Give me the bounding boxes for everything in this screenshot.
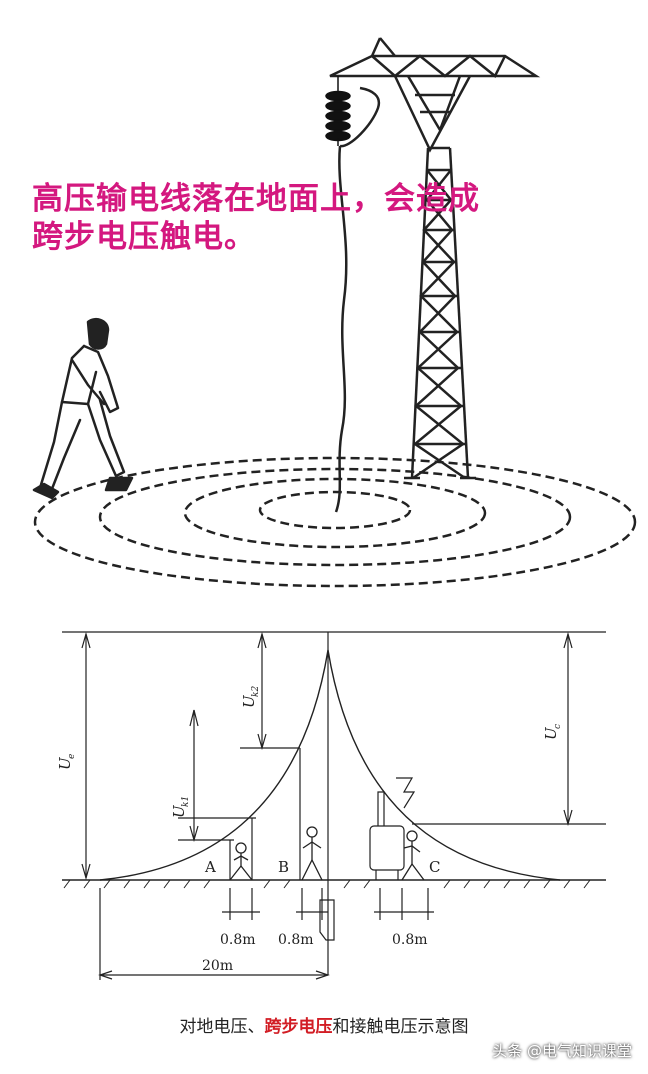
ground-ripple-rings	[33, 456, 637, 588]
svg-text:U: U	[240, 694, 258, 708]
svg-text:U: U	[542, 726, 560, 740]
watermark: 头条 @电气知识课堂	[492, 1042, 632, 1060]
top-caption: 高压输电线落在地面上，会造成 跨步电压触电。	[32, 180, 480, 256]
svg-text:e: e	[67, 754, 77, 759]
dim-label-b: 0.8m	[278, 932, 314, 948]
stick-figure-c-icon	[401, 830, 425, 881]
svg-text:U: U	[56, 756, 74, 770]
dim-label-a: 0.8m	[220, 932, 256, 948]
label-uc: U c	[542, 724, 563, 740]
top-caption-line1: 高压输电线落在地面上，会造成	[32, 181, 480, 217]
voltage-diagram	[62, 631, 606, 980]
label-point-a: A	[204, 858, 216, 876]
stick-figure-b-icon	[301, 826, 323, 881]
label-point-b: B	[278, 858, 289, 876]
dim-label-total: 20m	[202, 958, 233, 974]
transmission-tower	[329, 37, 541, 480]
stick-figure-a-icon	[229, 842, 253, 881]
fallen-wire	[334, 86, 381, 513]
label-uk1: U k1	[170, 796, 191, 818]
label-point-c: C	[429, 858, 440, 876]
top-caption-line2: 跨步电压触电。	[32, 219, 256, 255]
diagram-caption: 对地电压、跨步电压和接触电压示意图	[0, 1012, 648, 1037]
diagram-caption-part2: 和接触电压示意图	[332, 1017, 469, 1037]
svg-text:k1: k1	[181, 796, 191, 807]
svg-text:k2: k2	[251, 686, 261, 697]
label-ue: U e	[56, 754, 77, 770]
diagram-caption-highlight: 跨步电压	[264, 1017, 333, 1037]
walking-person-icon	[32, 318, 134, 500]
diagram-caption-part1: 对地电压、	[179, 1017, 265, 1037]
label-uk2: U k2	[240, 686, 261, 708]
insulator-icon	[325, 76, 351, 146]
dim-label-c: 0.8m	[392, 932, 428, 948]
svg-text:c: c	[553, 724, 563, 729]
svg-text:U: U	[170, 804, 188, 818]
